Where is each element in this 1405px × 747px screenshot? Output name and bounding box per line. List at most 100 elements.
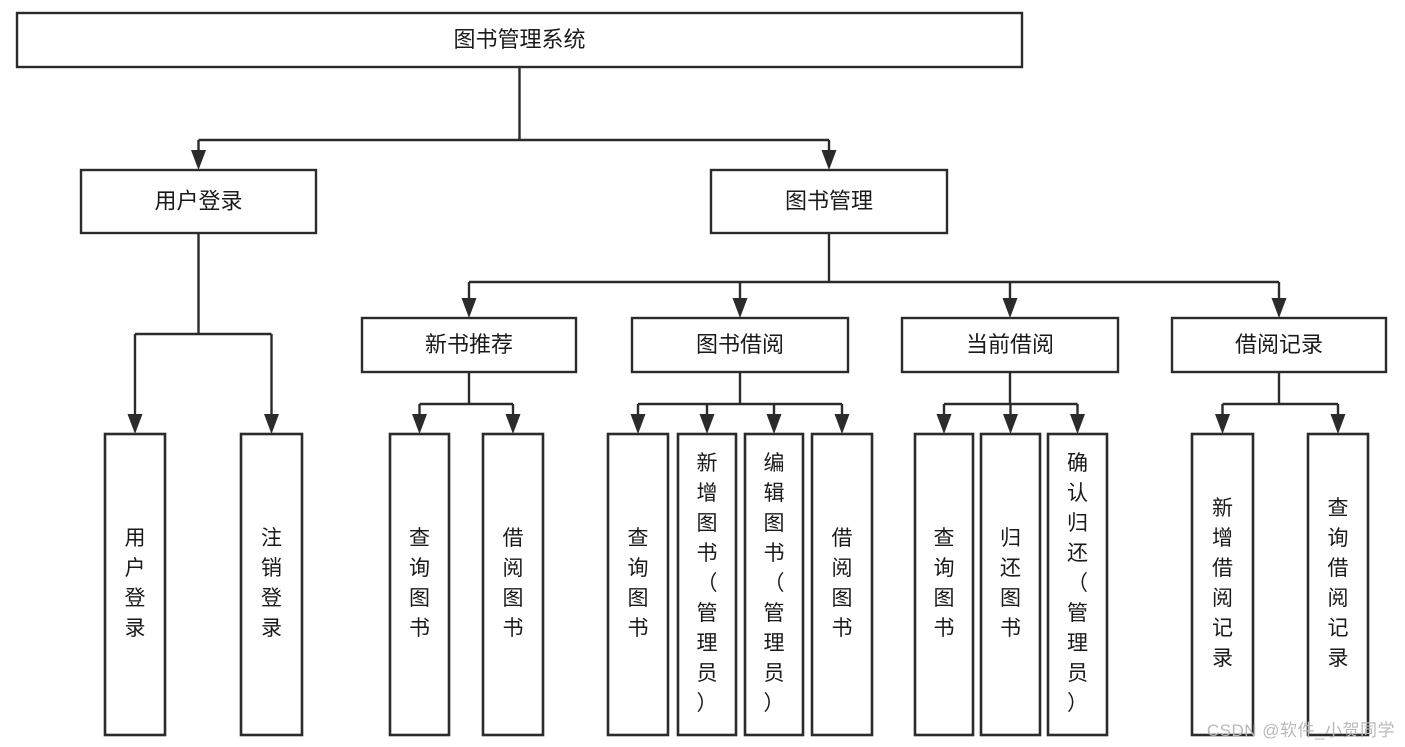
node-box-leaf-add-book[interactable] bbox=[676, 432, 738, 737]
svg-text:）: ） bbox=[697, 692, 718, 715]
svg-text:销: 销 bbox=[261, 557, 282, 580]
svg-text:查: 查 bbox=[1328, 497, 1349, 520]
svg-text:理: 理 bbox=[764, 632, 785, 655]
svg-text:借: 借 bbox=[832, 527, 853, 550]
leaf-node-leaf-user-login[interactable]: 用户登录 bbox=[103, 432, 167, 737]
node-box-root[interactable] bbox=[15, 11, 1024, 69]
svg-text:归: 归 bbox=[1067, 512, 1088, 535]
svg-text:还: 还 bbox=[1067, 542, 1088, 565]
node-box-new-book-recommend[interactable] bbox=[360, 316, 578, 374]
svg-text:理: 理 bbox=[1067, 632, 1088, 655]
svg-text:图: 图 bbox=[1000, 587, 1021, 610]
svg-text:新: 新 bbox=[697, 452, 718, 475]
svg-text:查: 查 bbox=[409, 527, 430, 550]
connector-newbook-to-leaves bbox=[412, 372, 521, 434]
svg-text:登: 登 bbox=[125, 587, 146, 610]
node-box-leaf-user-login[interactable] bbox=[103, 432, 167, 737]
node-box-current-borrow[interactable] bbox=[900, 316, 1120, 374]
svg-text:书: 书 bbox=[764, 542, 785, 565]
connector-bookmanage-to-level3 bbox=[461, 233, 1287, 318]
svg-text:借: 借 bbox=[1328, 557, 1349, 580]
level3-node-new-book-recommend[interactable]: 新书推荐 bbox=[360, 316, 578, 374]
node-box-user-login[interactable] bbox=[79, 168, 318, 235]
svg-text:登: 登 bbox=[261, 587, 282, 610]
svg-text:阅: 阅 bbox=[503, 557, 524, 580]
node-label-book-manage: 图书管理 bbox=[785, 188, 873, 213]
svg-text:阅: 阅 bbox=[1328, 587, 1349, 610]
svg-text:图: 图 bbox=[628, 587, 649, 610]
svg-text:（: （ bbox=[697, 572, 718, 595]
node-box-leaf-query-borrow-record[interactable] bbox=[1306, 432, 1370, 737]
node-box-book-manage[interactable] bbox=[709, 168, 949, 235]
svg-text:查: 查 bbox=[628, 527, 649, 550]
svg-text:书: 书 bbox=[409, 617, 430, 640]
node-box-leaf-return-book[interactable] bbox=[979, 432, 1042, 737]
node-box-leaf-edit-book[interactable] bbox=[743, 432, 805, 737]
svg-text:图: 图 bbox=[764, 512, 785, 535]
svg-text:辑: 辑 bbox=[764, 482, 785, 505]
node-box-leaf-query-book-borrow[interactable] bbox=[606, 432, 670, 737]
svg-text:归: 归 bbox=[1000, 527, 1021, 550]
svg-text:录: 录 bbox=[261, 617, 282, 640]
svg-text:）: ） bbox=[764, 692, 785, 715]
svg-text:管: 管 bbox=[764, 602, 785, 625]
node-box-leaf-add-borrow-record[interactable] bbox=[1190, 432, 1255, 737]
node-box-borrow-record[interactable] bbox=[1170, 316, 1388, 374]
node-layer: 图书管理系统用户登录图书管理新书推荐图书借阅当前借阅借阅记录用户登录注销登录查询… bbox=[15, 11, 1388, 737]
level3-node-borrow-record[interactable]: 借阅记录 bbox=[1170, 316, 1388, 374]
level2-node-book-manage[interactable]: 图书管理 bbox=[709, 168, 949, 235]
svg-text:（: （ bbox=[764, 572, 785, 595]
svg-text:图: 图 bbox=[697, 512, 718, 535]
svg-text:户: 户 bbox=[125, 557, 146, 580]
node-box-leaf-borrow-book[interactable] bbox=[810, 432, 874, 737]
node-box-leaf-confirm-return[interactable] bbox=[1046, 432, 1109, 737]
svg-text:记: 记 bbox=[1328, 617, 1349, 640]
svg-text:询: 询 bbox=[1328, 527, 1349, 550]
svg-text:员: 员 bbox=[697, 662, 718, 685]
level3-node-book-borrow[interactable]: 图书借阅 bbox=[630, 316, 850, 374]
svg-text:还: 还 bbox=[1000, 557, 1021, 580]
svg-text:录: 录 bbox=[1212, 647, 1233, 670]
node-box-leaf-query-book-rec[interactable] bbox=[388, 432, 451, 737]
svg-text:增: 增 bbox=[697, 482, 718, 505]
node-label-book-borrow: 图书借阅 bbox=[696, 332, 784, 357]
svg-text:认: 认 bbox=[1067, 482, 1088, 505]
svg-text:记: 记 bbox=[1212, 617, 1233, 640]
svg-text:查: 查 bbox=[934, 527, 955, 550]
svg-text:书: 书 bbox=[628, 617, 649, 640]
level3-node-current-borrow[interactable]: 当前借阅 bbox=[900, 316, 1120, 374]
node-label-borrow-record: 借阅记录 bbox=[1235, 332, 1323, 357]
node-box-leaf-borrow-book-rec[interactable] bbox=[481, 432, 545, 737]
svg-text:书: 书 bbox=[503, 617, 524, 640]
root-node[interactable]: 图书管理系统 bbox=[15, 11, 1024, 69]
node-box-leaf-logout[interactable] bbox=[239, 432, 304, 737]
node-box-leaf-query-book-current[interactable] bbox=[913, 432, 975, 737]
node-label-current-borrow: 当前借阅 bbox=[966, 332, 1054, 357]
level2-node-user-login[interactable]: 用户登录 bbox=[79, 168, 318, 235]
svg-text:借: 借 bbox=[1212, 557, 1233, 580]
connector-borrowrecord-to-leaves bbox=[1215, 372, 1346, 434]
svg-text:管: 管 bbox=[697, 602, 718, 625]
svg-text:书: 书 bbox=[697, 542, 718, 565]
svg-text:（: （ bbox=[1067, 572, 1088, 595]
node-box-book-borrow[interactable] bbox=[630, 316, 850, 374]
node-label-root: 图书管理系统 bbox=[453, 27, 585, 52]
